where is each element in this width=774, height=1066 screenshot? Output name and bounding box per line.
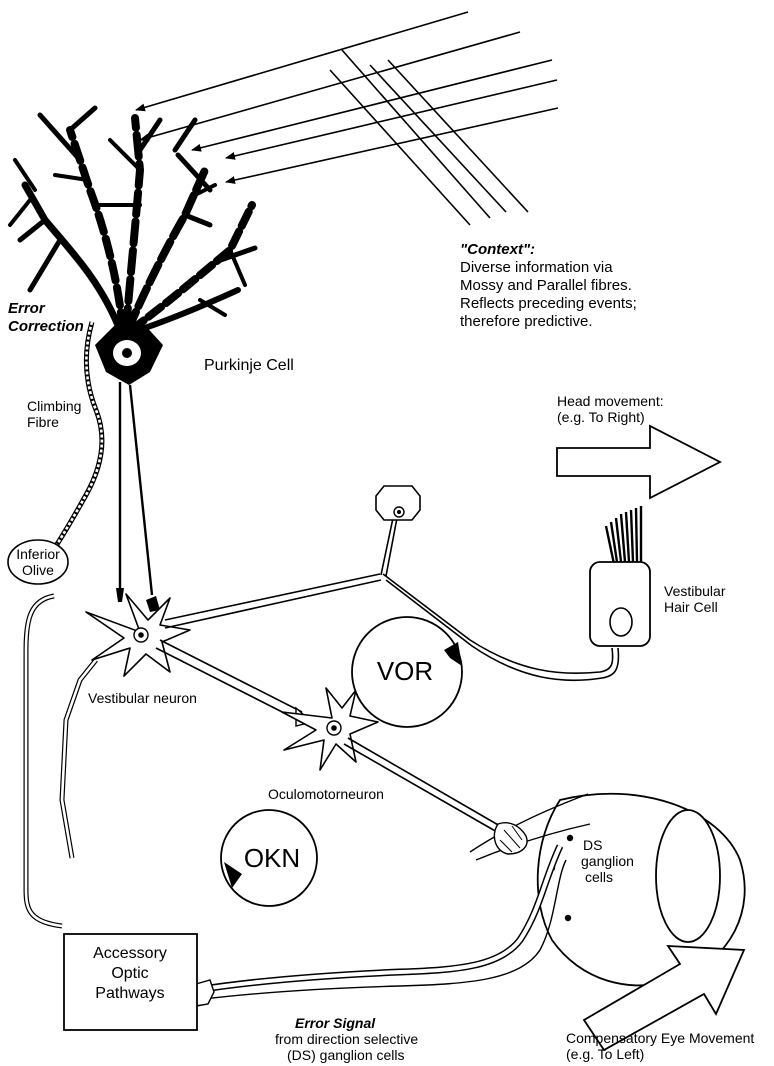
aop-line: Optic	[93, 964, 167, 984]
context-line: Diverse information via	[460, 259, 637, 277]
context-title: "Context":	[460, 241, 637, 259]
vestibular-neuron	[86, 594, 190, 676]
inferior-olive-line: Inferior	[16, 546, 60, 562]
vestibular-hair-cell	[590, 506, 650, 646]
ds-ganglion-line: DS	[583, 837, 634, 853]
climbing-fibre-label: Climbing Fibre	[27, 398, 81, 430]
oculomotor-axon	[344, 738, 500, 832]
head-movement-line: (e.g. To Right)	[557, 409, 664, 425]
vestibular-ganglion-cell	[376, 486, 420, 520]
error-signal-title: Error Signal	[295, 1015, 418, 1031]
context-label: "Context": Diverse information via Mossy…	[460, 241, 637, 331]
inferior-olive-line: Olive	[16, 562, 60, 578]
error-signal-label: Error Signal from direction selective (D…	[275, 1015, 418, 1063]
ds-ganglion-line: cells	[585, 869, 634, 885]
head-movement-arrow	[557, 426, 720, 498]
vor-label: VOR	[377, 656, 433, 686]
purkinje-terminal	[116, 588, 124, 602]
purkinje-cell-body	[95, 322, 163, 385]
error-correction-line: Error	[8, 300, 84, 318]
aop-to-olive-fibre	[26, 596, 62, 926]
ds-ganglion-line: ganglion	[581, 853, 634, 869]
vestibular-neuron-label: Vestibular neuron	[88, 690, 197, 706]
purkinje-cell-label: Purkinje Cell	[204, 357, 294, 375]
context-line: therefore predictive.	[460, 313, 637, 331]
climbing-fibre-line: Climbing	[27, 398, 81, 414]
climbing-fibre-line: Fibre	[27, 414, 81, 430]
error-signal-line: (DS) ganglion cells	[287, 1047, 418, 1063]
vestibular-hair-cell-line: Vestibular	[664, 583, 725, 599]
inferior-olive-label: Inferior Olive	[16, 546, 60, 578]
parallel-fibres	[136, 12, 558, 182]
error-correction-label: Error Correction	[8, 300, 84, 336]
error-correction-line: Correction	[8, 318, 84, 336]
okn-label: OKN	[244, 843, 300, 873]
oculomotorneuron-label: Oculomotorneuron	[268, 786, 384, 802]
context-line: Mossy and Parallel fibres.	[460, 277, 637, 295]
climbing-fibre	[52, 322, 102, 552]
purkinje-dendrites	[10, 108, 255, 332]
ds-ganglion-cells-label: DS ganglion cells	[583, 837, 634, 885]
vestibular-hair-cell-label: Vestibular Hair Cell	[664, 583, 725, 615]
head-movement-line: Head movement:	[557, 393, 664, 409]
compensatory-eye-movement-label: Compensatory Eye Movement (e.g. To Left)	[566, 1030, 754, 1062]
vestibular-hair-cell-line: Hair Cell	[664, 599, 725, 615]
purkinje-axon	[120, 382, 152, 595]
aop-line: Accessory	[93, 944, 167, 964]
eye-movement-line: (e.g. To Left)	[566, 1046, 754, 1062]
head-movement-label: Head movement: (e.g. To Right)	[557, 393, 664, 425]
error-signal-line: from direction selective	[275, 1031, 418, 1047]
aop-line: Pathways	[93, 984, 167, 1004]
optic-terminal	[196, 980, 214, 1006]
eye-movement-line: Compensatory Eye Movement	[566, 1030, 754, 1046]
vestibular-to-oculomotor-axon	[156, 640, 302, 720]
context-line: Reflects preceding events;	[460, 295, 637, 313]
accessory-optic-pathways-label: Accessory Optic Pathways	[93, 944, 167, 1004]
